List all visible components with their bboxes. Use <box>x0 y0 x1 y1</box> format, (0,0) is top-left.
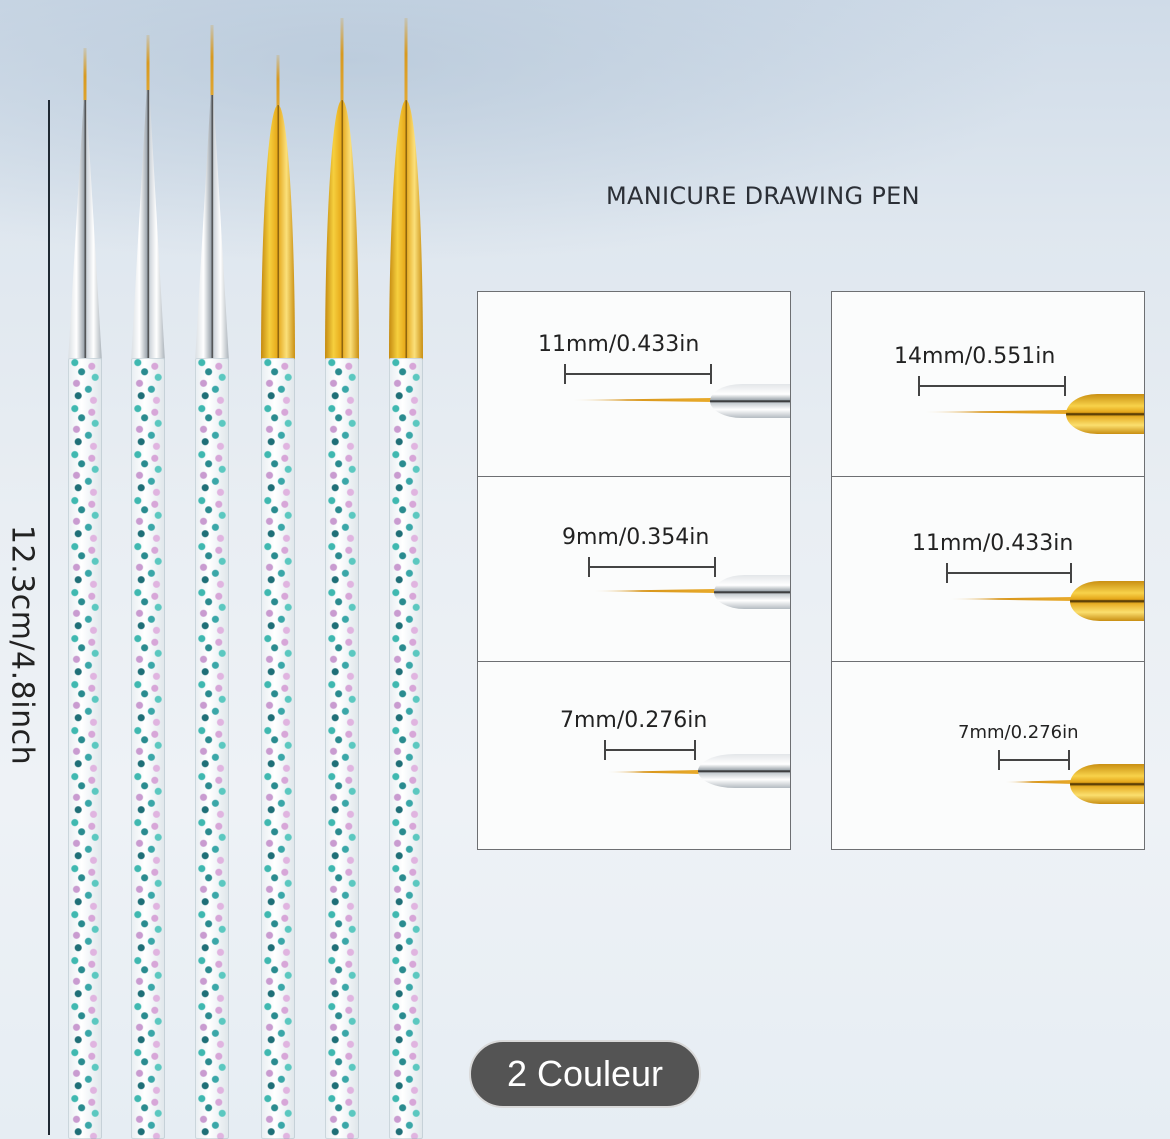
bristle-tip <box>922 410 1068 414</box>
length-text: 12.3cm/4.8inch <box>4 524 40 766</box>
brush-handle <box>325 358 359 1139</box>
ferrule-silver <box>698 754 790 788</box>
background-sky <box>0 0 1170 300</box>
size-panel-gold: 14mm/0.551in 11mm/0.433in 7mm/0.276in <box>831 291 1145 850</box>
length-dimension-label: 12.3cm/4.8inch <box>2 480 42 810</box>
bristle-tip <box>948 597 1074 601</box>
size-label: 7mm/0.276in <box>958 722 1079 743</box>
brush-silver-1 <box>65 0 105 1139</box>
ferrule-silver <box>714 575 790 609</box>
size-panel-silver: 11mm/0.433in 9mm/0.354in 7mm/0.276in <box>477 291 791 850</box>
size-cell: 11mm/0.433in <box>832 477 1144 662</box>
size-cell: 14mm/0.551in <box>832 292 1144 477</box>
size-label: 14mm/0.551in <box>894 344 1056 369</box>
brush-bristle <box>404 18 408 108</box>
size-cell: 7mm/0.276in <box>478 662 790 847</box>
brush-handle <box>68 358 102 1139</box>
brush-gold-1 <box>258 0 298 1139</box>
brush-handle <box>389 358 423 1139</box>
brush-bristle <box>83 48 87 118</box>
size-ruler <box>998 750 1070 770</box>
brush-handle <box>261 358 295 1139</box>
brush-silver-2 <box>128 0 168 1139</box>
brush-ferrule-gold <box>261 105 295 362</box>
brush-bristle <box>146 35 150 105</box>
ferrule-gold <box>1070 764 1144 804</box>
ferrule-silver <box>710 384 790 418</box>
bristle-tip <box>606 770 700 774</box>
brush-ferrule-gold <box>325 100 359 362</box>
brush-gold-3 <box>386 0 426 1139</box>
length-dimension-line <box>48 100 50 1135</box>
size-label: 11mm/0.433in <box>538 332 700 357</box>
brush-bristle <box>276 55 280 115</box>
size-ruler <box>588 557 716 577</box>
ferrule-gold <box>1070 581 1144 621</box>
size-cell: 11mm/0.433in <box>478 292 790 477</box>
brush-silver-3 <box>192 0 232 1139</box>
brush-handle <box>131 358 165 1139</box>
brush-gold-2 <box>322 0 362 1139</box>
size-cell: 9mm/0.354in <box>478 477 790 662</box>
brush-bristle <box>210 25 214 105</box>
size-ruler <box>918 376 1066 396</box>
size-ruler <box>946 563 1072 583</box>
size-label: 9mm/0.354in <box>562 525 710 550</box>
bristle-tip <box>1004 780 1074 784</box>
size-label: 7mm/0.276in <box>560 708 708 733</box>
size-label: 11mm/0.433in <box>912 531 1074 556</box>
brush-ferrule-silver <box>68 100 102 362</box>
size-cell: 7mm/0.276in <box>832 662 1144 847</box>
ferrule-gold <box>1066 394 1144 434</box>
brush-ferrule-silver <box>195 95 229 362</box>
size-ruler <box>604 740 696 760</box>
size-ruler <box>564 364 712 384</box>
bristle-tip <box>592 589 716 593</box>
brush-bristle <box>340 18 344 108</box>
bristle-tip <box>570 398 712 402</box>
color-variant-badge[interactable]: 2 Couleur <box>469 1040 701 1108</box>
brush-ferrule-gold <box>389 100 423 362</box>
brush-ferrule-silver <box>131 90 165 362</box>
product-title: MANICURE DRAWING PEN <box>606 182 920 210</box>
brush-handle <box>195 358 229 1139</box>
